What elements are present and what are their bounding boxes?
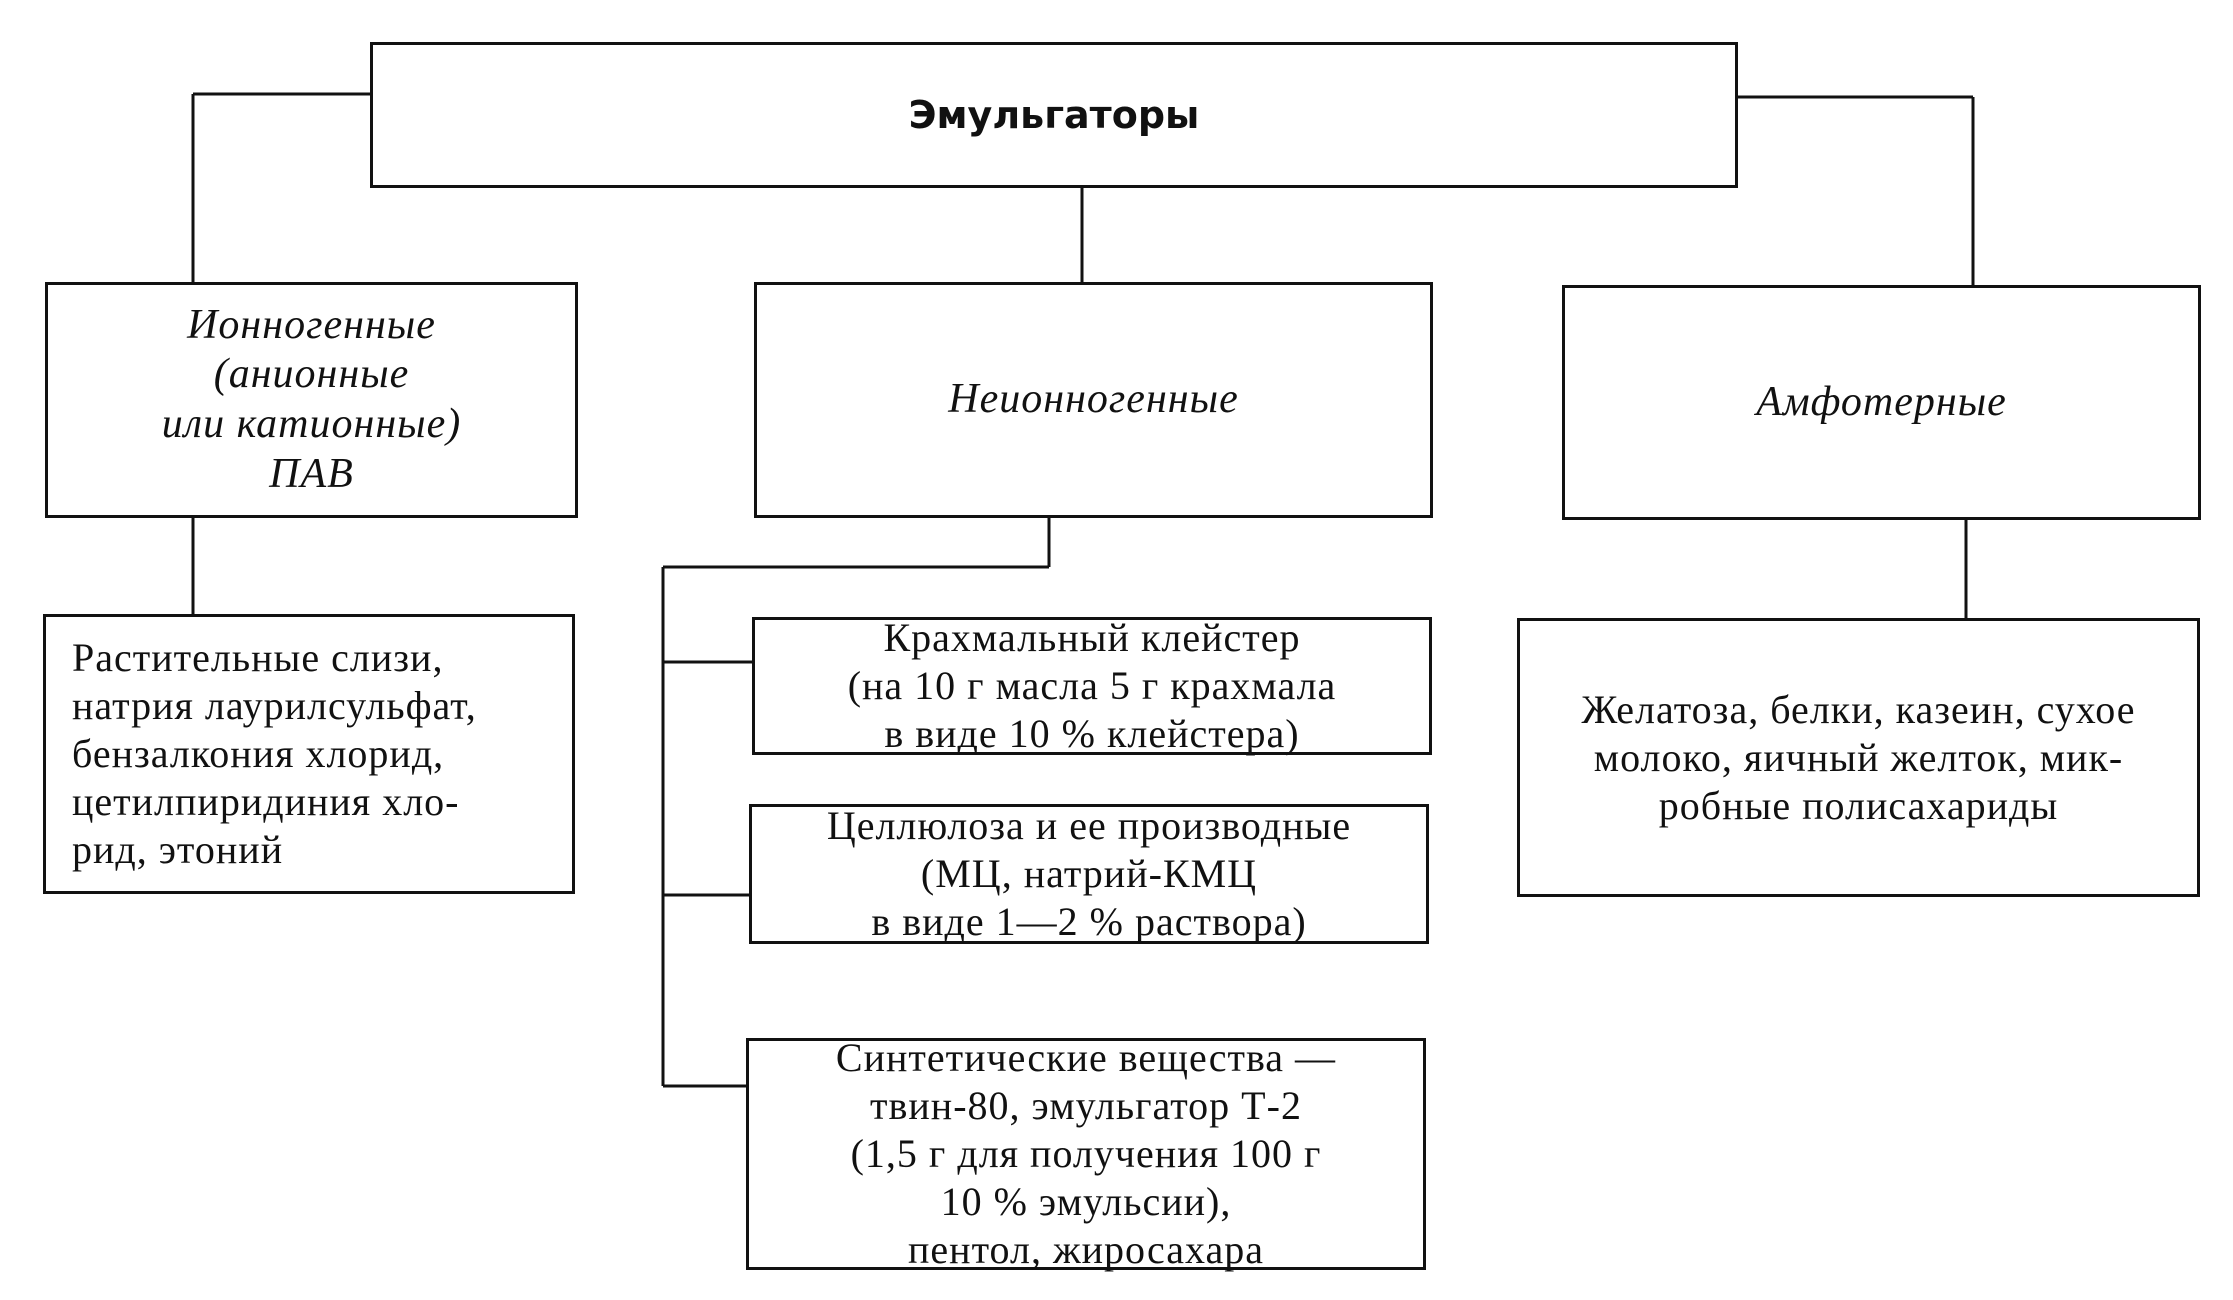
synthetic-substances-box: Синтетические вещества — твин-80, эмульг… [746, 1035, 1426, 1272]
cellulose-box: Целлюлоза и ее производные (МЦ, натрий-К… [749, 803, 1429, 944]
category-ionic-box: Ионногенные (анионные или катионные) ПАВ [45, 282, 578, 518]
root-emulsifiers-box: Эмульгаторы [370, 42, 1738, 188]
amphoteric-examples-box: Желатоза, белки, казеин, сухое молоко, я… [1517, 618, 2200, 897]
category-amphoteric-box: Амфотерные [1562, 285, 2201, 520]
ionic-examples-box: Растительные слизи, натрия лаурилсульфат… [43, 614, 575, 894]
category-nonionic-box: Неионногенные [754, 282, 1433, 518]
starch-paste-box: Крахмальный клейстер (на 10 г масла 5 г … [752, 615, 1432, 756]
